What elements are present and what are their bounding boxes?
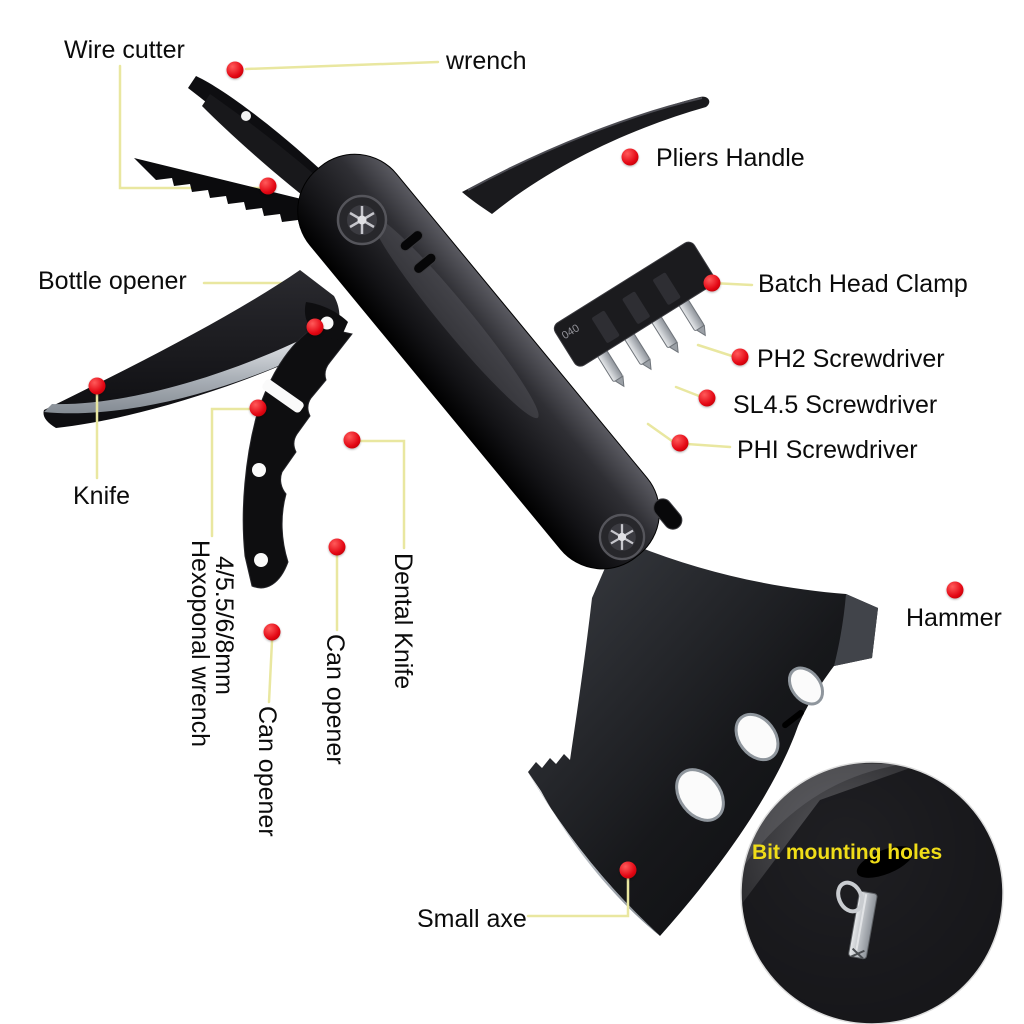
label-sl45-screwdriver: SL4.5 Screwdriver <box>733 391 938 419</box>
leader-lines-over <box>95 390 630 918</box>
callout-dot-sl45-screwdriver <box>698 389 716 407</box>
lanyard-slot <box>782 709 804 729</box>
bit-clamp: 040 <box>553 241 716 388</box>
label-small-axe: Small axe <box>417 905 527 933</box>
opener-notch <box>254 553 268 567</box>
callout-dot-hex-wrench <box>249 399 267 417</box>
label-ph2-screwdriver: PH2 Screwdriver <box>757 345 945 373</box>
callout-dot-can-opener-2 <box>263 623 281 641</box>
carabiner-ring <box>836 880 864 914</box>
label-wrench: wrench <box>446 47 527 75</box>
label-hex-wrench-sizes: 4/5.5/6/8mm <box>210 556 238 695</box>
knife-edge <box>44 326 330 414</box>
hex-slot-cutout <box>262 379 304 413</box>
handle <box>297 153 683 570</box>
label-knife: Knife <box>73 482 130 510</box>
callout-dot-ph2-screwdriver <box>731 348 749 366</box>
axe-holes <box>675 666 825 822</box>
callout-dot-small-axe <box>619 861 637 879</box>
inset-caption: Bit mounting holes <box>752 841 943 864</box>
jaw-hole <box>241 111 251 121</box>
callout-dot-knife <box>88 377 106 395</box>
label-bottle-opener: Bottle opener <box>38 267 187 295</box>
callout-dot-dental-knife <box>343 431 361 449</box>
label-hammer: Hammer <box>906 604 1002 632</box>
label-batch-head-clamp: Batch Head Clamp <box>758 270 968 298</box>
mounted-bit <box>848 890 878 960</box>
handle-slot <box>653 498 683 530</box>
label-dental-knife: Dental Knife <box>389 553 417 690</box>
label-can-opener-1: Can opener <box>321 634 349 765</box>
pliers-handle-lever <box>462 96 710 214</box>
pivot-screw-top <box>336 194 388 246</box>
flat-multitool <box>242 325 353 589</box>
round-cutout <box>252 463 266 477</box>
hammer-face <box>834 594 878 666</box>
callout-dot-pliers-handle <box>621 148 639 166</box>
label-pliers-handle: Pliers Handle <box>656 144 805 172</box>
callout-dot-wire-cutter <box>259 177 277 195</box>
inset-photo <box>740 761 1004 1024</box>
callout-dot-batch-head-clamp <box>703 274 721 292</box>
label-phi-screwdriver: PHI Screwdriver <box>737 436 918 464</box>
callout-dot-phi-screwdriver <box>671 434 689 452</box>
callout-dot-hammer <box>946 581 964 599</box>
label-can-opener-2: Can opener <box>253 706 281 837</box>
knife-blade <box>43 270 340 428</box>
pivot-screw-bottom <box>598 513 646 561</box>
callout-dot-wrench <box>226 61 244 79</box>
callout-dot-bottle-opener <box>306 318 324 336</box>
axe-head <box>528 538 878 936</box>
callout-dot-can-opener-1 <box>328 538 346 556</box>
label-wire-cutter: Wire cutter <box>64 36 185 64</box>
